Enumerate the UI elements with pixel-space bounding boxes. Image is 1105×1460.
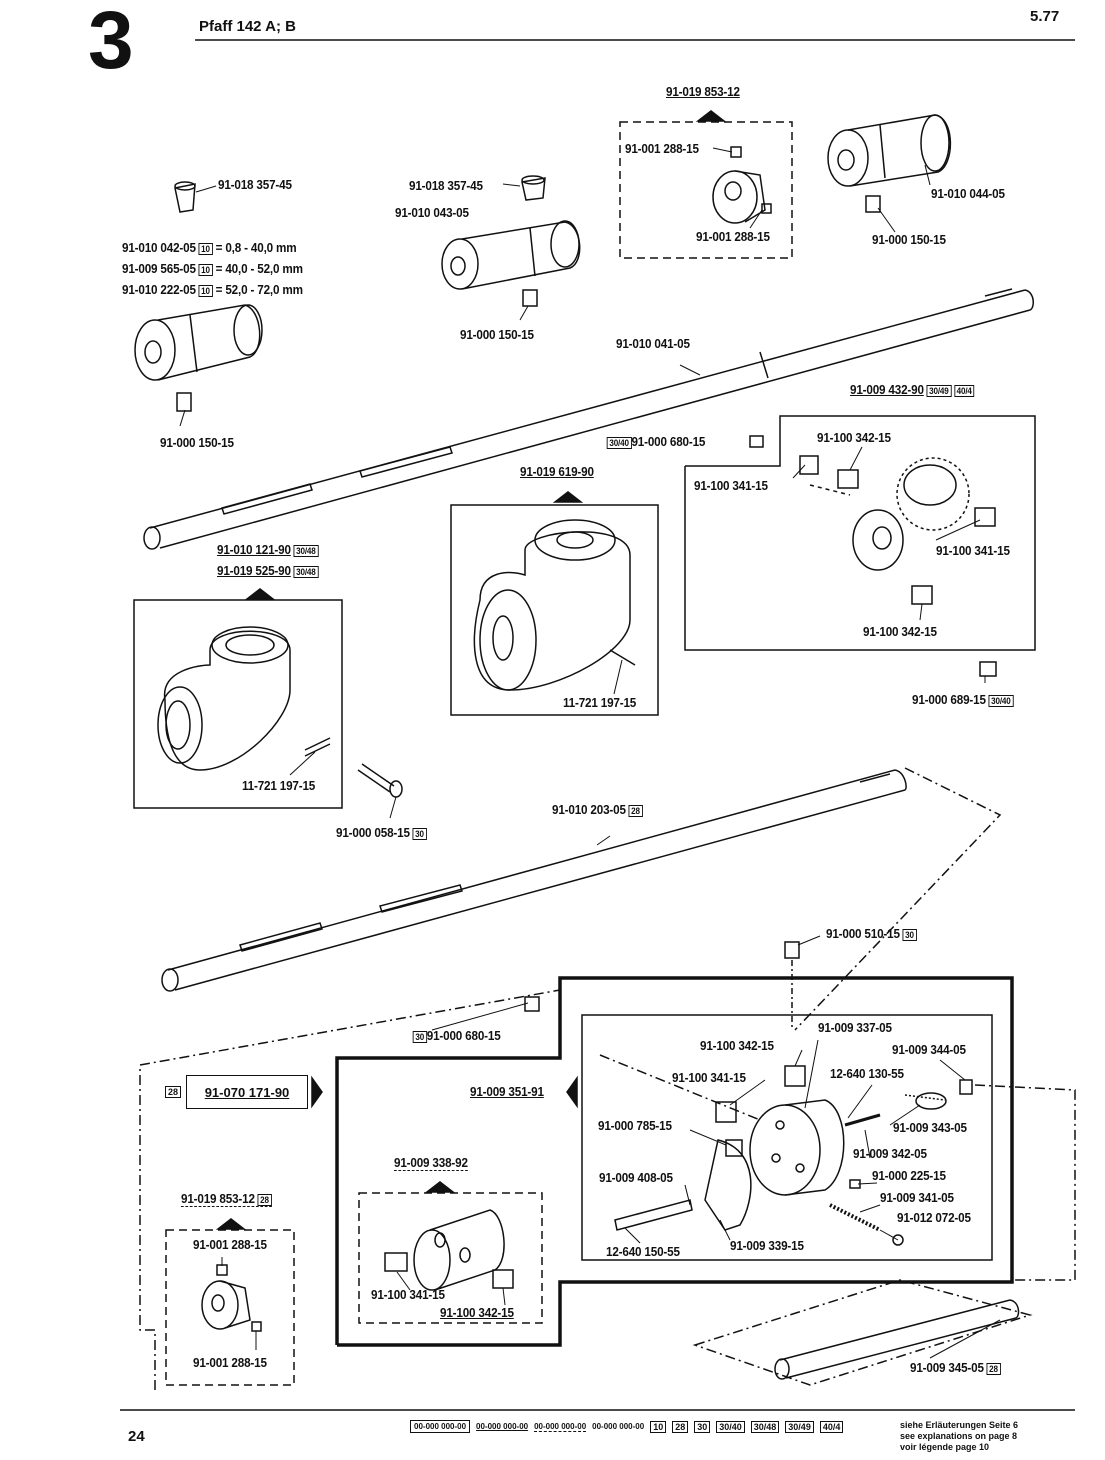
boxed-part-label: 91-070 171-90 xyxy=(186,1075,308,1109)
label-part: 91-018 357-45 xyxy=(409,178,483,193)
label-part: 91-009 343-05 xyxy=(893,1120,967,1135)
bushing-left xyxy=(134,304,263,412)
label-part: 91-009 344-05 xyxy=(892,1042,966,1057)
label-part: 91-012 072-05 xyxy=(897,1210,971,1225)
label-part: 12-640 130-55 xyxy=(830,1066,904,1081)
oil-cap-left xyxy=(174,181,196,213)
sleeve-assembly xyxy=(384,1209,514,1291)
oil-cap-middle xyxy=(521,175,546,201)
bushing-middle xyxy=(441,220,581,307)
small-shaft xyxy=(774,1299,1020,1380)
label-part: 11-721 197-15 xyxy=(563,695,637,710)
label-part: 91-001 288-15 xyxy=(193,1237,267,1252)
label-part: 91-001 288-15 xyxy=(696,229,770,244)
label-part: 91-018 357-45 xyxy=(218,177,292,192)
legend-box: 28 xyxy=(672,1420,689,1433)
label-top-group: 91-019 853-12 xyxy=(666,84,740,99)
lower-shaft xyxy=(161,769,907,992)
gear-assembly xyxy=(799,455,996,605)
legend-box: 30 xyxy=(694,1420,711,1433)
label-part: 91-100 342-15 xyxy=(700,1038,774,1053)
label-part: 91-000 225-15 xyxy=(872,1168,946,1183)
label-part: 91-100 341-15 xyxy=(672,1070,746,1085)
label-part: 91-010 044-05 xyxy=(931,186,1005,201)
label-part: 91-010 041-05 xyxy=(616,336,690,351)
label-part: 91-000 785-15 xyxy=(598,1118,672,1133)
tag-28: 28 xyxy=(165,1086,182,1098)
legend-box: 10 xyxy=(650,1420,667,1433)
upper-shaft xyxy=(143,288,1035,550)
page-title: Pfaff 142 A; B xyxy=(199,18,296,35)
shaft-collar-top xyxy=(712,146,772,224)
left-housing xyxy=(157,626,331,771)
label-part: 11-721 197-15 xyxy=(242,778,316,793)
label-group: 91-009 338-92 xyxy=(394,1155,468,1171)
label-part: 91-000 150-15 xyxy=(872,232,946,247)
bushing-top-right xyxy=(827,114,952,213)
legend-code: 00-000 000-00 xyxy=(592,1422,645,1431)
label-group: 91-009 351-91 xyxy=(470,1084,544,1099)
label-part: 91-100 341-15 xyxy=(694,478,768,493)
label-part: 91-100 342-15 xyxy=(817,430,891,445)
label-part: 91-100 341-15 xyxy=(936,543,1010,558)
legend-box: 40/4 xyxy=(819,1420,844,1433)
legend-code: 00-000 000-00 xyxy=(410,1420,471,1433)
legend-code: 00-000 000-00 xyxy=(534,1421,587,1432)
label-part: 91-009 341-05 xyxy=(880,1190,954,1205)
label-part: 91-009 408-05 xyxy=(599,1170,673,1185)
explanation-note: siehe Erläuterungen Seite 6 see explanat… xyxy=(900,1420,1019,1452)
label-part: 91-000 150-15 xyxy=(460,327,534,342)
crank-housing xyxy=(473,519,636,691)
label-part: 91-009 342-05 xyxy=(853,1146,927,1161)
legend-strip: 00-000 000-00 00-000 000-00 00-000 000-0… xyxy=(410,1420,844,1433)
label-part: 91-009 337-05 xyxy=(818,1020,892,1035)
legend-box: 30/40 xyxy=(716,1420,745,1433)
section-number: 3 xyxy=(88,0,134,86)
label-part: 91-001 288-15 xyxy=(625,141,699,156)
label-part: 91-009 339-15 xyxy=(730,1238,804,1253)
label-part: 91-010 043-05 xyxy=(395,205,469,220)
cam-assembly xyxy=(614,1065,973,1246)
shaft-collar-bottom xyxy=(201,1264,262,1332)
legend-box: 30/49 xyxy=(785,1420,814,1433)
label-group: 91-019 619-90 xyxy=(520,464,594,479)
label-part: 12-640 150-55 xyxy=(606,1244,680,1259)
issue-date: 5.77 xyxy=(1030,8,1060,25)
legend-code: 00-000 000-00 xyxy=(476,1422,529,1431)
label-part: 91-001 288-15 xyxy=(193,1355,267,1370)
label-part: 91-100 341-15 xyxy=(371,1287,445,1302)
label-part: 91-100 342-15 xyxy=(863,624,937,639)
legend-box: 30/48 xyxy=(750,1420,780,1433)
page-number: 24 xyxy=(128,1428,145,1445)
label-part: 91-100 342-15 xyxy=(440,1305,514,1320)
label-part: 91-000 150-15 xyxy=(160,435,234,450)
